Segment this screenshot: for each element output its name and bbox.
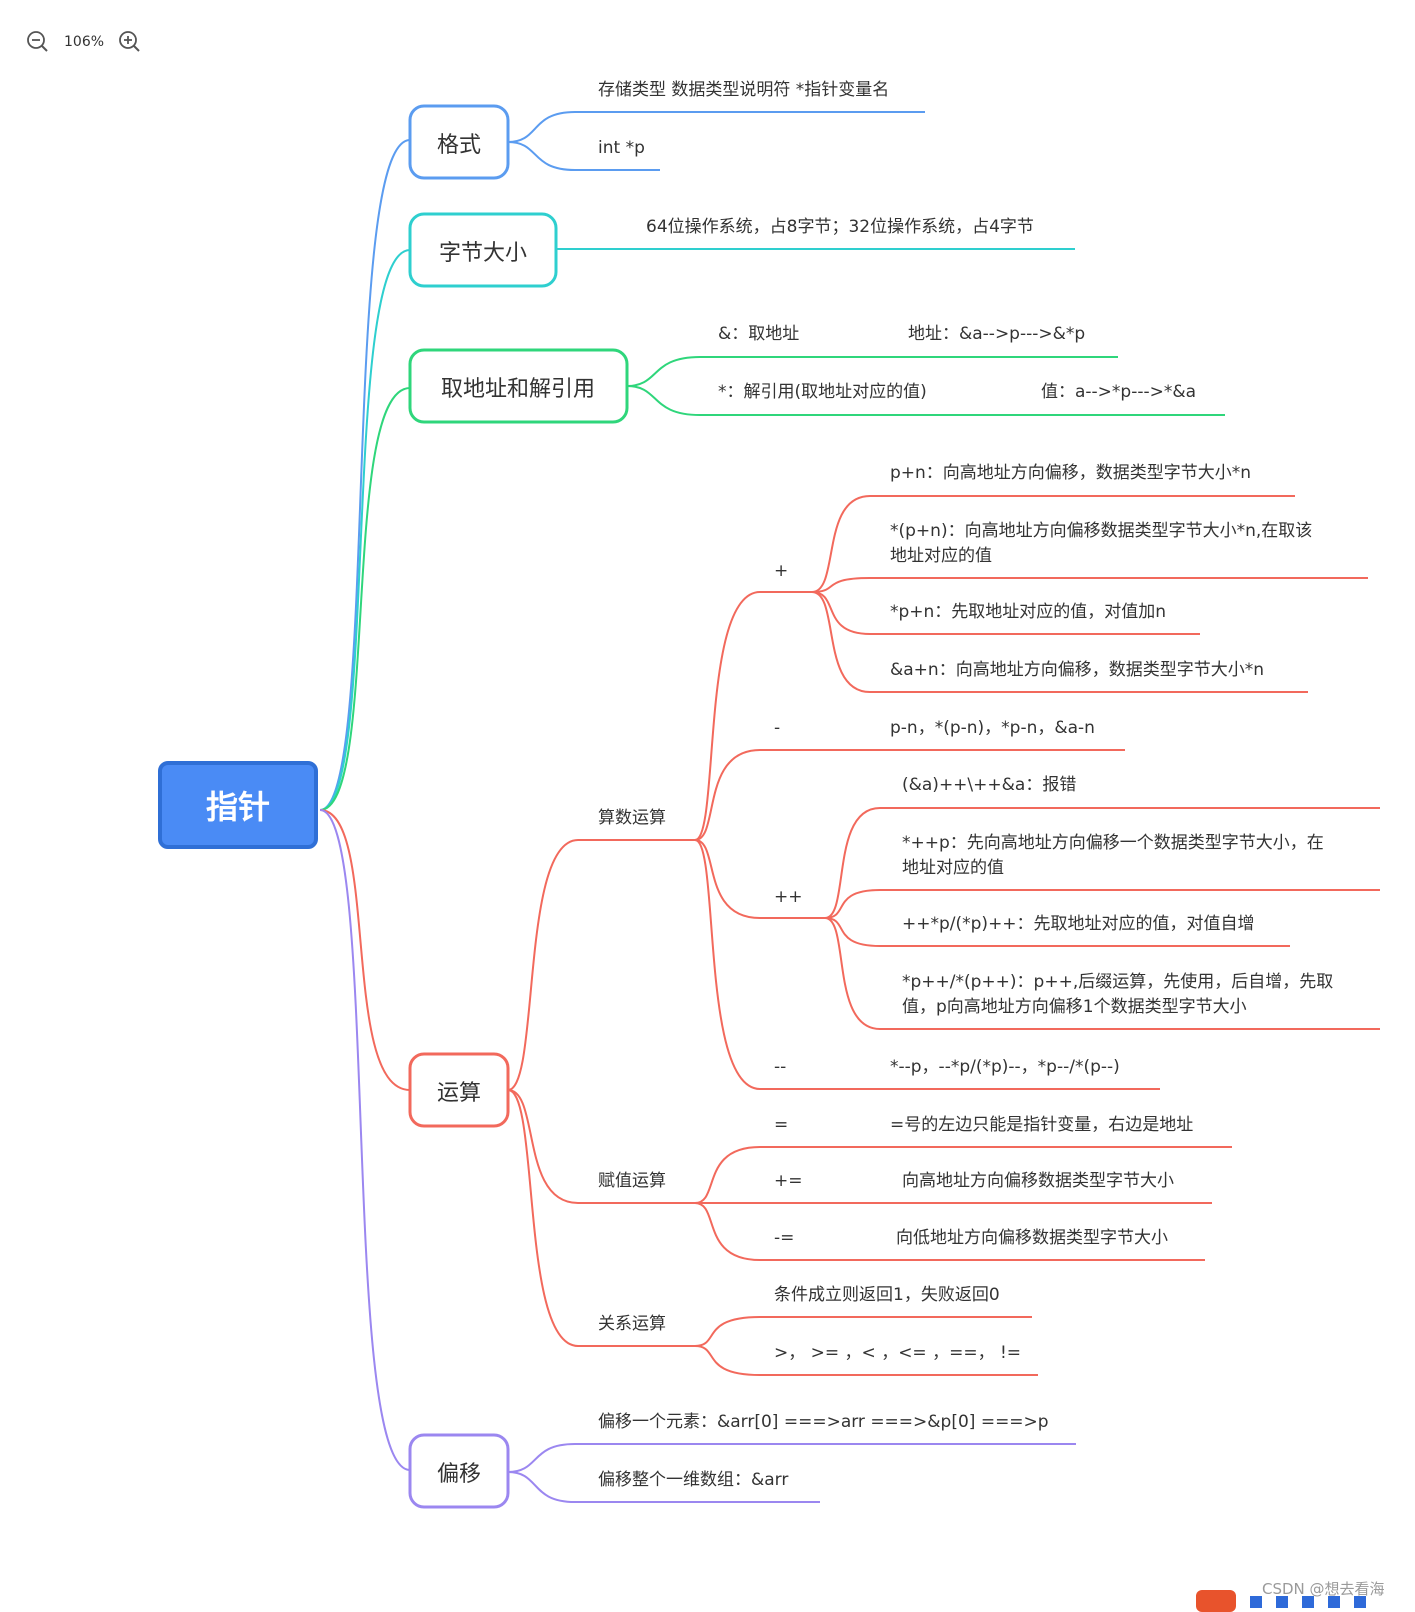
branch-offset-label: 偏移 [437,1462,481,1487]
offset-line-2 [507,1471,820,1503]
decr-label[interactable]: -- [774,1057,786,1077]
branch-address[interactable]: 取地址和解引用 [408,348,629,424]
incr-item: ++*p/(*p)++：先取地址对应的值，对值自增 [902,914,1255,934]
arith-decr-line [694,839,1160,1090]
format-item: int *p [598,138,645,158]
branch-format[interactable]: 格式 [408,104,510,180]
incr-leaf-line [824,917,1380,1030]
zoom-level: 106% [64,34,104,50]
zoom-in-button[interactable] [119,31,140,52]
format-item: 存储类型 数据类型说明符 *指针变量名 [598,80,889,100]
branch-ops[interactable]: 运算 [408,1052,510,1128]
toolbar-icon [1276,1596,1288,1608]
toolbar-icon [1354,1596,1366,1608]
plus-item: 地址对应的值 [890,546,992,566]
root-label: 指针 [206,788,270,826]
assign-row-line [694,1202,1205,1261]
branch-address-label: 取地址和解引用 [441,377,595,402]
root-node[interactable]: 指针 [158,761,318,849]
incr-leaf-line [824,917,1290,947]
address-item-left: *：解引用(取地址对应的值) [718,382,927,402]
incr-item: 值，p向高地址方向偏移1个数据类型字节大小 [902,997,1247,1017]
relation-leaf-line [694,1316,1032,1347]
connector-size [319,249,411,811]
zoom-in-icon [119,31,140,52]
connector-format [319,139,411,811]
assign-op[interactable]: -= [774,1228,794,1248]
size-item: 64位操作系统，占8字节；32位操作系统，占4字节 [646,217,1034,237]
incr-leaf-line [824,889,1380,919]
offset-item: 偏移一个元素：&arr[0] ===>arr ===>&p[0] ===>p [598,1412,1049,1432]
arith-label[interactable]: 算数运算 [598,808,666,828]
format-line-2 [507,141,660,171]
relation-item: >， >= ，< ，<= ，==， != [774,1343,1021,1363]
assign-desc: 向低地址方向偏移数据类型字节大小 [896,1228,1168,1248]
plus-leaf-line [811,591,1308,693]
plus-leaf-line [811,495,1295,593]
ops-arith-line [507,839,695,1091]
assign-row-line [694,1146,1232,1204]
address-line-1 [626,356,1118,387]
toolbar-icon [1250,1596,1262,1608]
relation-leaf-line [694,1345,1038,1376]
branch-offset[interactable]: 偏移 [408,1433,510,1509]
offset-item: 偏移整个一维数组：&arr [598,1470,788,1490]
plus-label[interactable]: + [774,561,788,581]
plus-item: *p+n：先取地址对应的值，对值加n [890,602,1166,622]
assign-label[interactable]: 赋值运算 [598,1171,666,1191]
zoom-out-icon [27,31,48,52]
arith-plus-line [694,591,812,841]
branch-ops-label: 运算 [437,1081,481,1106]
watermark: CSDN @想去看海 [1262,1580,1385,1598]
assign-op[interactable]: = [774,1115,788,1135]
sogou-logo-icon [1196,1590,1236,1612]
format-line-1 [507,111,925,143]
branch-size-label: 字节大小 [439,241,527,266]
connector-address [319,387,411,811]
zoom-out-button[interactable] [27,31,48,52]
plus-leaf-line [811,577,1368,593]
plus-leaf-line [811,591,1200,635]
incr-item: *++p：先向高地址方向偏移一个数据类型字节大小，在 [902,833,1324,853]
arith-minus-line [694,749,1125,841]
assign-desc: 向高地址方向偏移数据类型字节大小 [902,1171,1174,1191]
address-item-left: &：取地址 [718,324,799,344]
plus-item: *(p+n)：向高地址方向偏移数据类型字节大小*n,在取该 [890,521,1312,541]
address-item-right: 地址：&a-->p--->&*p [908,324,1085,344]
address-line-2 [626,385,1225,416]
toolbar-icon [1302,1596,1314,1608]
assign-desc: =号的左边只能是指针变量，右边是地址 [890,1115,1193,1135]
ops-relation-line [507,1089,695,1347]
assign-op[interactable]: += [774,1171,803,1191]
minus-item: p-n，*(p-n)，*p-n，&a-n [890,718,1095,738]
offset-line-1 [507,1443,1076,1473]
plus-item: &a+n：向高地址方向偏移，数据类型字节大小*n [890,660,1264,680]
ime-toolbar [1196,1590,1366,1612]
address-item-right: 值：a-->*p--->*&a [1041,382,1196,402]
toolbar-icon [1328,1596,1340,1608]
arith-incr-line [694,839,825,919]
incr-label[interactable]: ++ [774,887,803,907]
branch-format-label: 格式 [437,133,481,158]
ops-assign-line [507,1089,695,1204]
incr-item: 地址对应的值 [902,858,1004,878]
decr-item: *--p，--*p/(*p)--，*p--/*(p--) [890,1057,1120,1077]
incr-item: *p++/*(p++)：p++,后缀运算，先使用，后自增，先取 [902,971,1333,992]
connector-offset [319,809,411,1471]
minus-label[interactable]: - [774,718,780,738]
incr-item: (&a)++\++&a：报错 [902,775,1076,795]
incr-leaf-line [824,807,1380,919]
relation-label[interactable]: 关系运算 [598,1314,666,1334]
connector-ops [319,809,411,1091]
plus-item: p+n：向高地址方向偏移，数据类型字节大小*n [890,463,1251,483]
relation-item: 条件成立则返回1，失败返回0 [774,1285,1000,1305]
branch-size[interactable]: 字节大小 [408,212,558,288]
